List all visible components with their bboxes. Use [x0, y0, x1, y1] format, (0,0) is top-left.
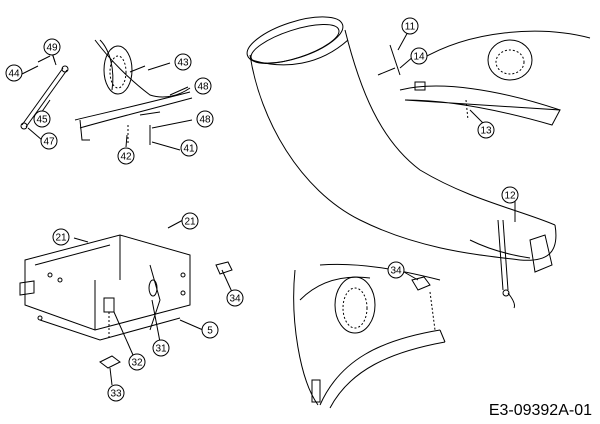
callout-bubble: [107, 384, 125, 402]
callout-bubble: [194, 77, 212, 95]
callout-bubble: [128, 353, 146, 371]
frame-assembly: [19, 234, 233, 369]
drawing-code: E3-09392A-01: [488, 402, 592, 419]
callout-number: 13: [480, 126, 492, 137]
callout-bubble: [181, 212, 199, 230]
callout-number: 41: [183, 144, 195, 155]
callout-bubble: [477, 121, 495, 139]
callout-bubble: [201, 321, 219, 339]
callout-number: 42: [120, 152, 132, 163]
chute-mount-assembly: [293, 263, 446, 409]
callout-number: 48: [199, 115, 211, 126]
callout-number: 5: [207, 326, 213, 337]
callout-bubble: [174, 53, 192, 71]
callout-number: 21: [184, 217, 196, 228]
callout-number: 14: [413, 52, 425, 63]
callout-bubble: [40, 132, 58, 150]
callout-number: 47: [43, 137, 55, 148]
callout-number: 34: [390, 266, 402, 277]
callout-bubble: [117, 147, 135, 165]
callout-bubble: [152, 339, 170, 357]
discharge-chute: [246, 16, 557, 309]
callout-bubble: [196, 110, 214, 128]
callout-bubble: [387, 261, 405, 279]
callout-number: 43: [177, 58, 189, 69]
callout-number: 32: [131, 358, 143, 369]
callout-bubble: [5, 64, 23, 82]
callout-bubble: [401, 17, 419, 35]
callout-number: 33: [110, 389, 122, 400]
callout-number: 34: [229, 294, 241, 305]
callout-bubble: [180, 139, 198, 157]
callout-bubble: [226, 289, 244, 307]
callout-number: 31: [155, 344, 167, 355]
callout-number: 12: [504, 191, 516, 202]
callout-number: 45: [36, 115, 48, 126]
callout-bubble: [52, 228, 70, 246]
callout-number: 49: [46, 43, 58, 54]
callout-number: 21: [55, 233, 67, 244]
top-left-assembly: [20, 39, 193, 145]
callout-bubble: [410, 47, 428, 65]
callout-bubble: [33, 110, 51, 128]
callout-bubble: [43, 38, 61, 56]
callout-number: 48: [197, 82, 209, 93]
callout-bubbles: 49 44 45 47 43 48 48 42 41 21 21 34 5 31 32 33 11 14 13 12 3…: [5, 17, 519, 402]
deflector-assembly: [377, 30, 591, 126]
callout-number: 11: [405, 22, 416, 33]
callout-number: 44: [8, 69, 20, 80]
callout-bubble: [501, 186, 519, 204]
